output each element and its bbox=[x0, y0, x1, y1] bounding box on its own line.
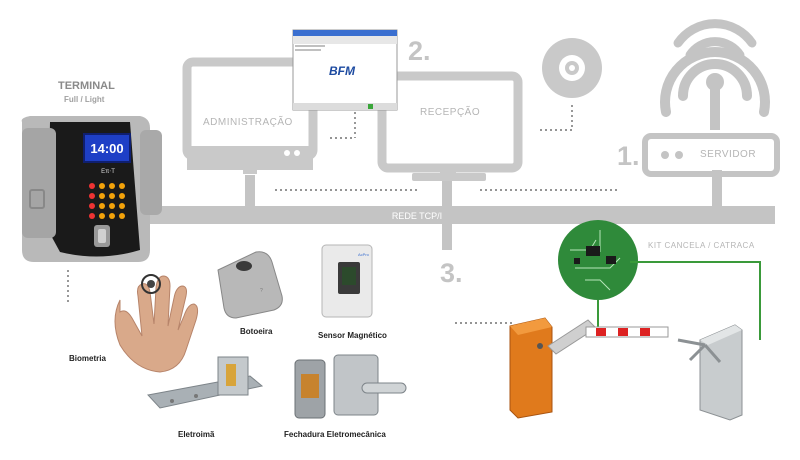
eletroima-label: Eletroimã bbox=[178, 430, 215, 439]
step-3: 3. bbox=[440, 258, 463, 288]
wifi-signal-icon bbox=[673, 19, 757, 60]
terminal-subtitle: Full / Light bbox=[64, 95, 105, 104]
terminal-brand: Eπ‧T bbox=[101, 169, 115, 175]
step-2: 2. bbox=[408, 36, 431, 66]
sensor-label: Sensor Magnético bbox=[318, 331, 387, 340]
bus-label: REDE TCP/IP bbox=[392, 211, 448, 221]
kit-label: KIT CANCELA / CATRACA bbox=[648, 241, 755, 250]
terminal-clock: 14:00 bbox=[90, 141, 123, 156]
svg-text:?: ? bbox=[260, 288, 263, 294]
sensor-image: AcPro bbox=[321, 244, 373, 318]
terminal-device: 14:00 Eπ‧T bbox=[21, 116, 162, 262]
fechadura-image bbox=[294, 354, 407, 419]
hand-image bbox=[114, 274, 199, 373]
antenna-icon bbox=[660, 47, 770, 130]
circuit-board-image bbox=[558, 220, 638, 300]
dotted-links bbox=[67, 105, 620, 324]
barrier-gate-image bbox=[509, 317, 669, 419]
software-window bbox=[292, 29, 398, 111]
botoeira-label: Botoeira bbox=[240, 327, 273, 336]
network-bus bbox=[60, 206, 775, 224]
terminal-title: TERMINAL bbox=[58, 80, 115, 92]
reception-computer bbox=[377, 71, 523, 181]
reception-drop bbox=[442, 175, 452, 250]
server-drop bbox=[712, 170, 722, 208]
webcam-icon bbox=[542, 38, 602, 98]
reception-label: RECEPÇÃO bbox=[420, 107, 481, 118]
sensor-brand: AcPro bbox=[358, 252, 370, 257]
admin-drop bbox=[245, 175, 255, 208]
fechadura-label: Fechadura Eletromecânica bbox=[284, 430, 386, 439]
step-1: 1. bbox=[617, 141, 640, 171]
botoeira-image: ? bbox=[217, 251, 283, 319]
eletroima-image bbox=[147, 356, 264, 409]
server-box bbox=[642, 133, 780, 177]
server-label: SERVIDOR bbox=[700, 149, 757, 160]
turnstile-image bbox=[677, 324, 743, 421]
terminal-keypad bbox=[89, 183, 125, 219]
software-logo: BFM bbox=[329, 64, 355, 78]
biometria-label: Biometria bbox=[69, 354, 106, 363]
admin-label: ADMINISTRAÇÃO bbox=[203, 117, 293, 128]
